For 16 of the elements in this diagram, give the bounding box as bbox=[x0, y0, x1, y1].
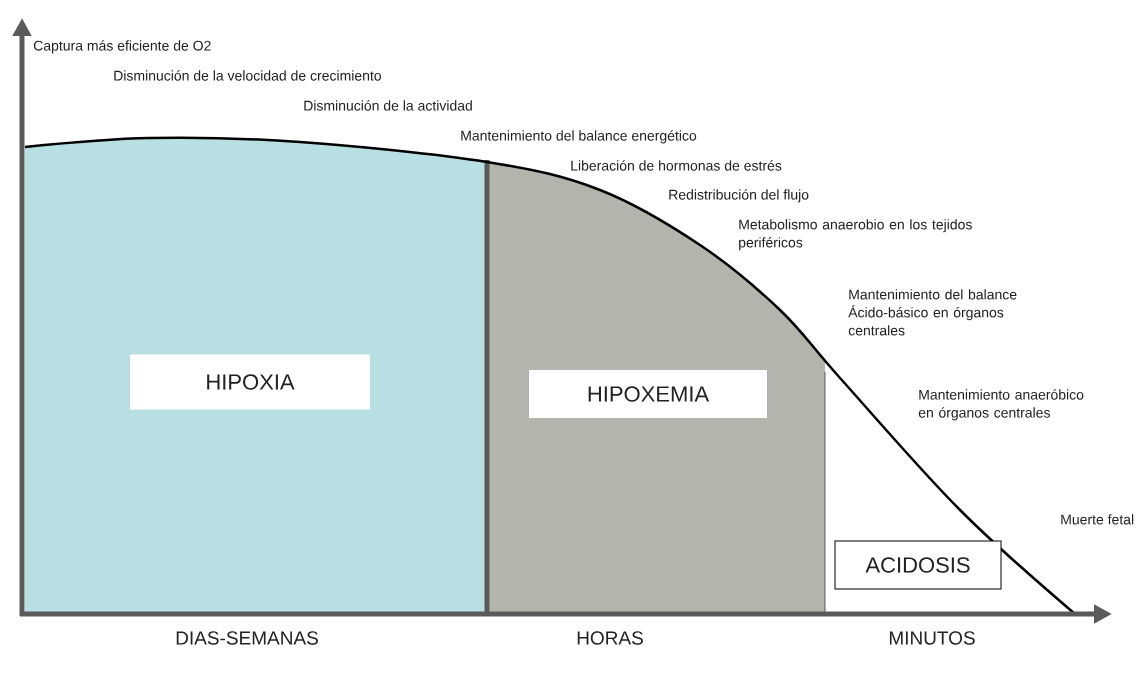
effect-label: Mantenimiento anaeróbico en órganos centrales bbox=[918, 389, 1084, 421]
axis-label: DIAS-SEMANAS bbox=[176, 631, 318, 645]
effect-label: Liberación de hormonas de estrés bbox=[571, 160, 782, 171]
effect-label: Metabolismo anaerobio en los tejidos periféricos bbox=[739, 219, 972, 251]
phase-box: HIPOXEMIA bbox=[529, 370, 767, 418]
effect-label: Muerte fetal bbox=[1061, 514, 1134, 525]
effect-label: Mantenimiento del balance energético bbox=[461, 130, 697, 144]
effect-label: Disminución de la velocidad de crecimiento bbox=[114, 70, 382, 81]
effect-label: Redistribución del flujo bbox=[669, 189, 809, 203]
axis-label: HORAS bbox=[577, 631, 643, 645]
axis-label: MINUTOS bbox=[889, 631, 975, 645]
effect-label: Captura más eficiente de O2 bbox=[33, 40, 211, 54]
effect-label: Disminución de la actividad bbox=[304, 100, 472, 111]
phase-box: ACIDOSIS bbox=[834, 540, 1002, 590]
phase-box: HIPOXIA bbox=[130, 354, 370, 410]
effect-label: Mantenimiento del balance Ácido-básico en órganos centrales bbox=[848, 289, 1017, 336]
